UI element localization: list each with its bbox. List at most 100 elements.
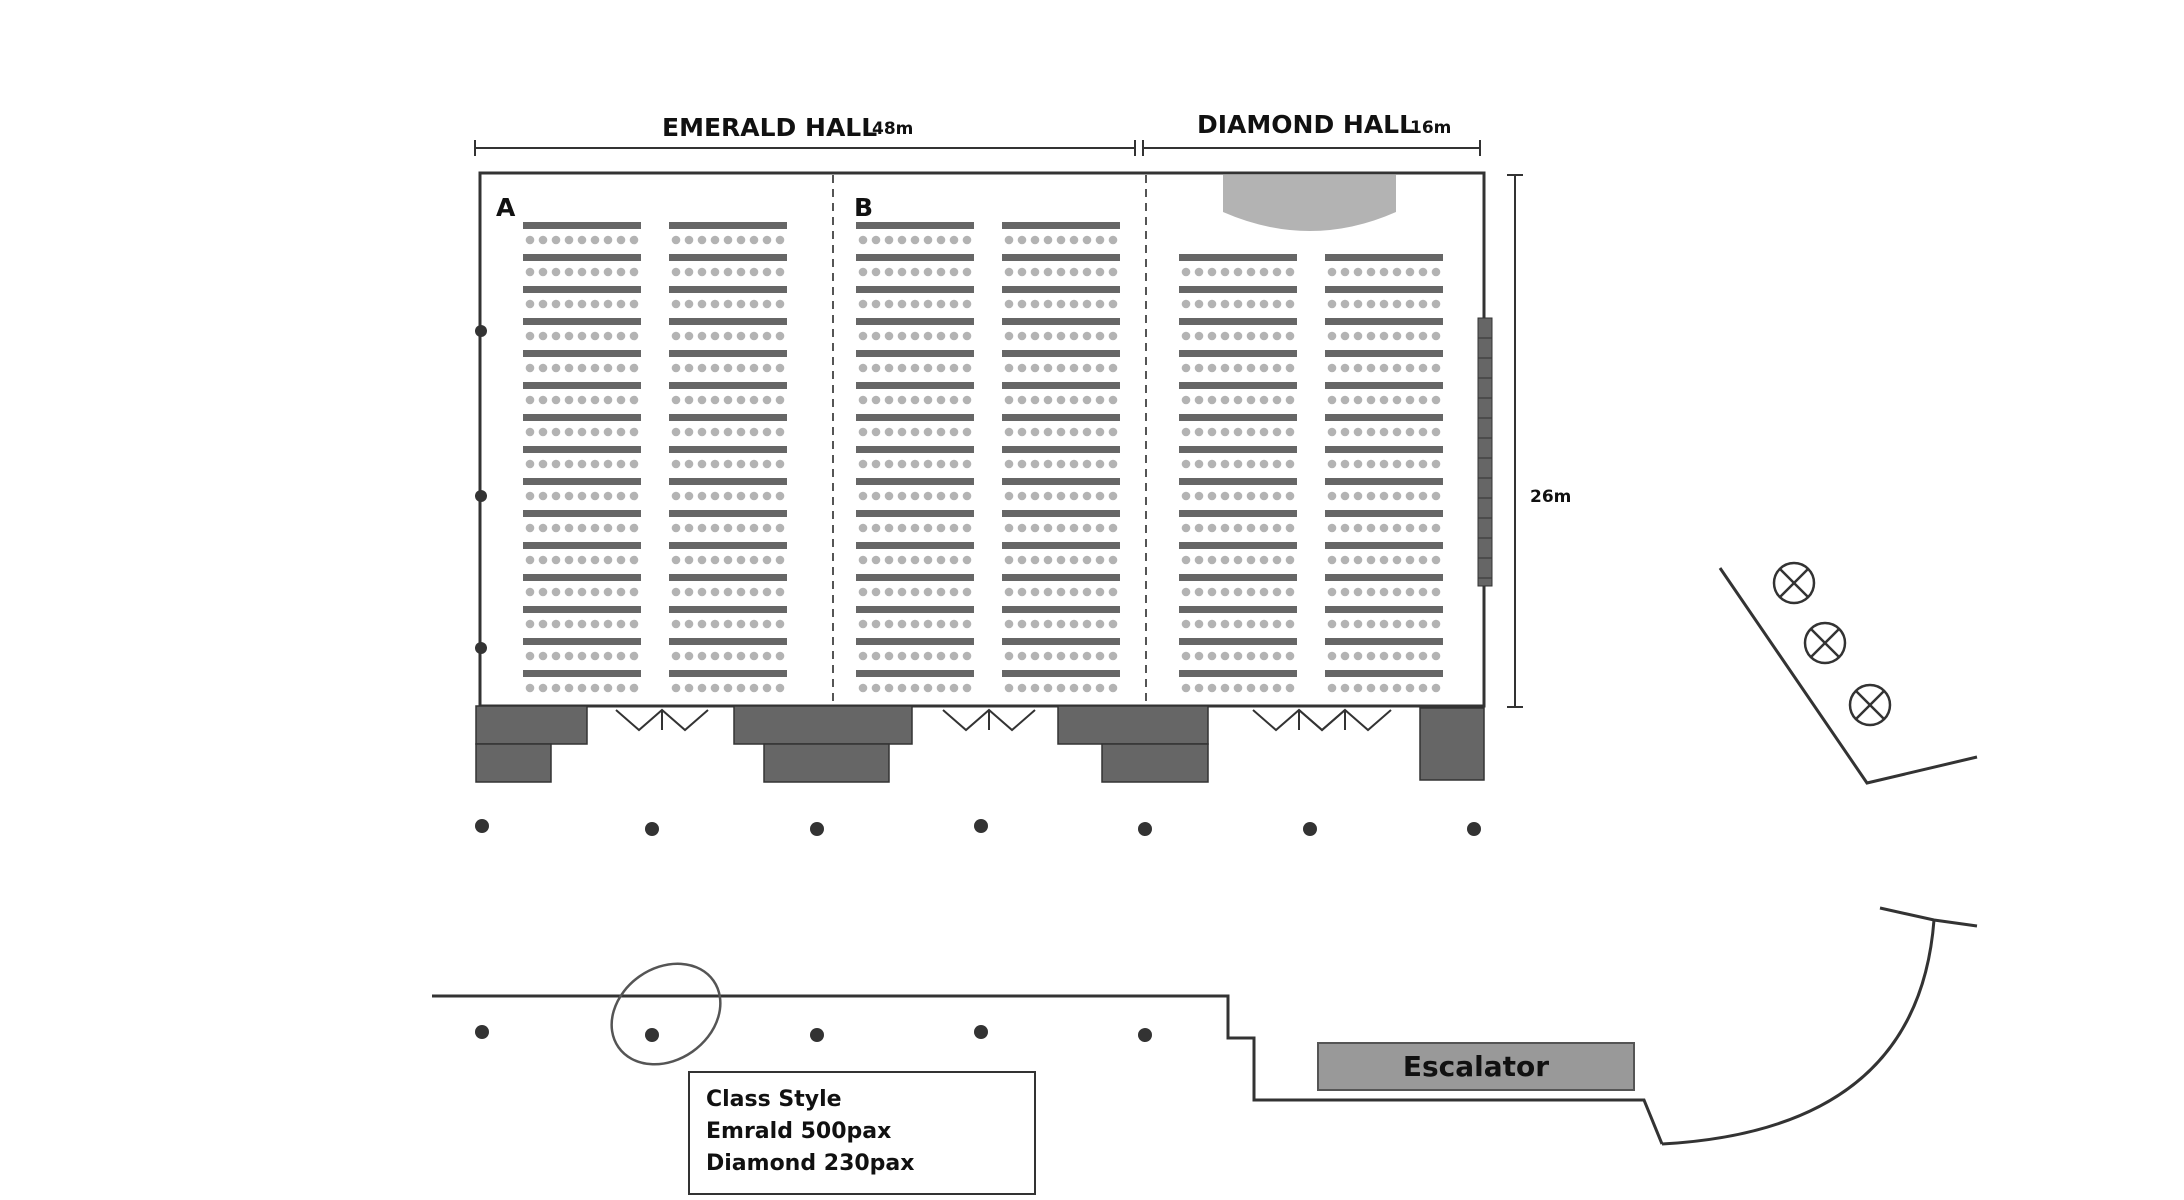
chair: [1056, 619, 1066, 629]
stage: [1223, 175, 1396, 231]
chair: [949, 331, 959, 341]
chair: [1431, 491, 1441, 501]
chair: [577, 235, 587, 245]
chair: [1220, 427, 1230, 437]
chair: [1069, 235, 1079, 245]
chair: [1082, 555, 1092, 565]
chair: [1405, 619, 1415, 629]
chair: [525, 331, 535, 341]
table: [1325, 542, 1443, 549]
chair: [884, 651, 894, 661]
chair: [1108, 331, 1118, 341]
corridor-ledge: [1879, 906, 1978, 928]
chair: [736, 331, 746, 341]
chair: [749, 683, 759, 693]
chair: [1194, 523, 1204, 533]
table: [669, 414, 787, 421]
chair: [697, 683, 707, 693]
chair: [1181, 331, 1191, 341]
chair: [1056, 427, 1066, 437]
table: [1179, 350, 1297, 357]
table: [523, 510, 641, 517]
chair: [616, 587, 626, 597]
chair: [538, 363, 548, 373]
chair: [1418, 331, 1428, 341]
chair: [1194, 331, 1204, 341]
chair: [603, 555, 613, 565]
chair: [1379, 619, 1389, 629]
chair: [538, 267, 548, 277]
chair: [710, 555, 720, 565]
chair: [1207, 619, 1217, 629]
chair: [884, 363, 894, 373]
chair: [1220, 267, 1230, 277]
chair: [1259, 395, 1269, 405]
chair: [749, 235, 759, 245]
chair: [525, 651, 535, 661]
chair: [1366, 331, 1376, 341]
chair: [697, 459, 707, 469]
chair: [1056, 459, 1066, 469]
chair: [616, 363, 626, 373]
chair: [1392, 683, 1402, 693]
chair: [1233, 267, 1243, 277]
chair: [1004, 523, 1014, 533]
chair: [1017, 683, 1027, 693]
chair: [1181, 619, 1191, 629]
chair: [1220, 395, 1230, 405]
chair: [871, 619, 881, 629]
chair: [1220, 331, 1230, 341]
pillar-row-lower: [475, 1025, 1152, 1042]
chair: [936, 491, 946, 501]
chair: [684, 459, 694, 469]
chair: [1259, 491, 1269, 501]
chair: [923, 331, 933, 341]
chair: [897, 683, 907, 693]
chair: [1340, 491, 1350, 501]
chair: [1405, 683, 1415, 693]
chair: [762, 523, 772, 533]
chair: [629, 523, 639, 533]
table: [856, 670, 974, 677]
chair: [1272, 587, 1282, 597]
table: [1325, 382, 1443, 389]
chair: [962, 235, 972, 245]
chair: [871, 267, 881, 277]
chair: [671, 459, 681, 469]
chair: [1259, 555, 1269, 565]
chair: [1353, 555, 1363, 565]
chair: [723, 395, 733, 405]
chair: [1082, 587, 1092, 597]
chair: [1030, 395, 1040, 405]
chair: [671, 587, 681, 597]
chair: [858, 331, 868, 341]
chair: [697, 363, 707, 373]
chair: [1327, 619, 1337, 629]
ceiling-lights: [1772, 561, 1892, 727]
chair: [671, 267, 681, 277]
chair: [1207, 363, 1217, 373]
chair: [1418, 491, 1428, 501]
chair: [871, 523, 881, 533]
chair: [1285, 587, 1295, 597]
chair: [910, 427, 920, 437]
chair: [762, 587, 772, 597]
chair: [1418, 587, 1428, 597]
chair: [736, 235, 746, 245]
chair: [1095, 267, 1105, 277]
chair: [697, 299, 707, 309]
chair: [1246, 459, 1256, 469]
chair: [1030, 555, 1040, 565]
chair: [590, 651, 600, 661]
chair: [1082, 491, 1092, 501]
chair: [923, 587, 933, 597]
table: [856, 638, 974, 645]
chair: [1082, 459, 1092, 469]
chair: [1392, 363, 1402, 373]
chair: [949, 683, 959, 693]
chair: [1392, 331, 1402, 341]
table: [856, 382, 974, 389]
chair: [525, 459, 535, 469]
chair: [1340, 331, 1350, 341]
table: [523, 574, 641, 581]
